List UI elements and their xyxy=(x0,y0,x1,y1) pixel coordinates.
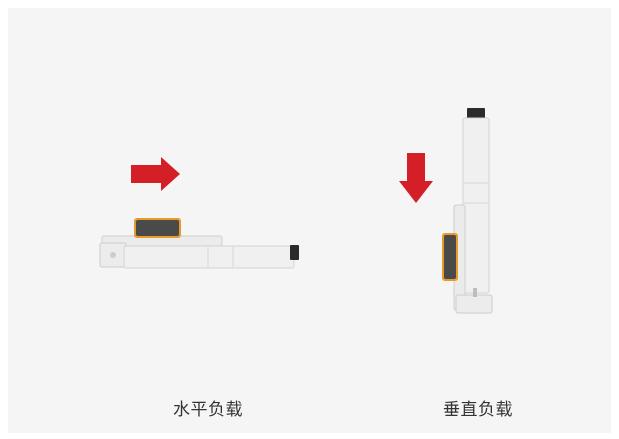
vertical-load-figure xyxy=(399,108,493,314)
horizontal-load-figure xyxy=(99,157,299,269)
vertical-device-image xyxy=(442,108,493,314)
vertical-load-caption: 垂直负载 xyxy=(443,400,513,420)
horizontal-device-image xyxy=(99,218,299,269)
horizontal-load-caption: 水平负载 xyxy=(173,400,243,420)
load-diagram-panel: 水平负载 垂直负载 xyxy=(8,8,611,433)
arrow-down-icon xyxy=(399,153,433,203)
arrow-right-icon xyxy=(131,157,180,191)
